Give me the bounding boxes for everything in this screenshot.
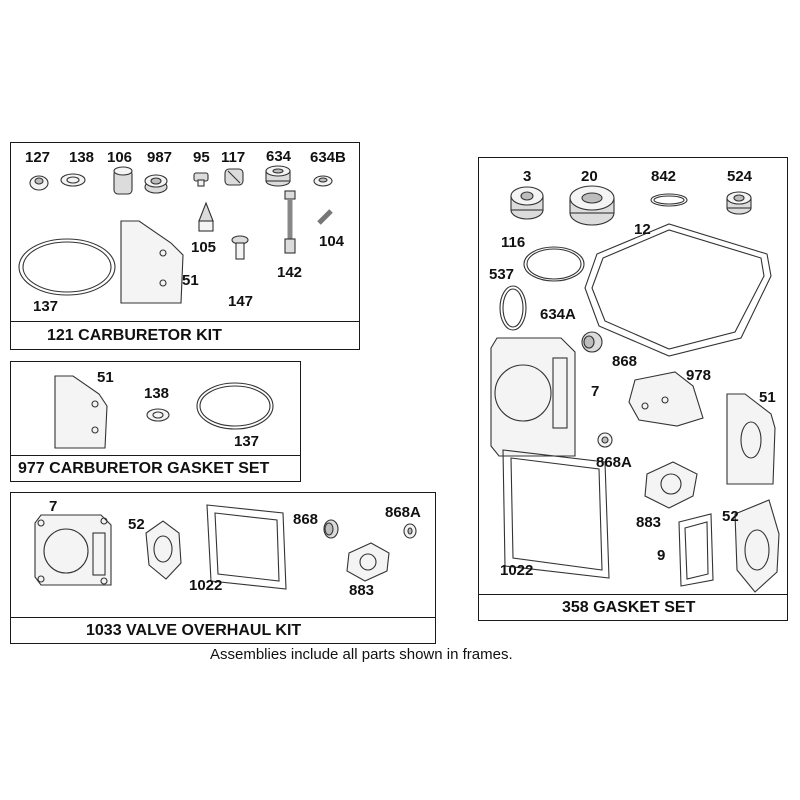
label-868a: 868A bbox=[596, 454, 632, 471]
frame-carburetor-gasket-set: 51 138 137 977 CARBURETOR GASKET SET bbox=[10, 361, 301, 482]
label-127: 127 bbox=[25, 149, 51, 166]
gasket-set-title: 358 GASKET SET bbox=[479, 594, 787, 620]
part-142-rod bbox=[284, 190, 296, 200]
frame-gasket-set: 3 20 842 524 116 12 537 634A 868 7 978 5… bbox=[478, 157, 788, 621]
part-51-plate bbox=[54, 375, 108, 449]
label-3: 3 bbox=[523, 168, 532, 185]
label-634: 634 bbox=[266, 148, 292, 165]
assemblies-footnote: Assemblies include all parts shown in fr… bbox=[210, 646, 513, 663]
part-978-bracket bbox=[628, 371, 704, 427]
label-524: 524 bbox=[727, 168, 753, 185]
label-1022: 1022 bbox=[500, 562, 534, 579]
frame-valve-overhaul-kit: 7 52 1022 868 868A 883 1033 VALVE OVERHA… bbox=[10, 492, 436, 644]
part-105-needle bbox=[198, 201, 214, 222]
label-978: 978 bbox=[686, 367, 712, 384]
label-1022: 1022 bbox=[189, 577, 223, 594]
label-634b: 634B bbox=[310, 149, 346, 166]
label-105: 105 bbox=[191, 239, 217, 256]
label-868: 868 bbox=[612, 353, 638, 370]
label-51: 51 bbox=[97, 369, 114, 386]
label-138: 138 bbox=[69, 149, 95, 166]
label-7: 7 bbox=[591, 383, 600, 400]
valve-kit-parts-drawing bbox=[34, 504, 417, 590]
label-7: 7 bbox=[49, 498, 58, 515]
part-138-gasket bbox=[60, 173, 86, 187]
label-51: 51 bbox=[759, 389, 776, 406]
carburetor-gasket-parts-drawing bbox=[54, 375, 274, 449]
label-20: 20 bbox=[581, 168, 598, 185]
label-116: 116 bbox=[501, 234, 526, 251]
part-883-flange bbox=[644, 461, 698, 509]
part-842-o-ring bbox=[650, 193, 688, 207]
part-52-gasket bbox=[734, 499, 780, 593]
carburetor-kit-title: 121 CARBURETOR KIT bbox=[11, 321, 359, 349]
frame-carburetor-kit: 127 138 106 987 95 117 634 634B 105 104 … bbox=[10, 142, 360, 350]
label-868a: 868A bbox=[385, 504, 421, 521]
label-537: 537 bbox=[489, 266, 515, 283]
label-52: 52 bbox=[722, 508, 739, 525]
label-868: 868 bbox=[293, 511, 319, 528]
label-842: 842 bbox=[651, 168, 677, 185]
part-52-gasket bbox=[145, 520, 182, 580]
label-51: 51 bbox=[182, 272, 199, 289]
part-1022-cover-gasket bbox=[502, 449, 610, 579]
label-883: 883 bbox=[349, 582, 375, 599]
label-52: 52 bbox=[128, 516, 145, 533]
label-106: 106 bbox=[107, 149, 133, 166]
part-9-gasket bbox=[678, 513, 714, 587]
label-987: 987 bbox=[147, 149, 173, 166]
label-12: 12 bbox=[634, 221, 651, 238]
part-51-plate bbox=[120, 220, 184, 304]
label-883: 883 bbox=[636, 514, 662, 531]
part-116-ring bbox=[523, 246, 585, 282]
label-9: 9 bbox=[657, 547, 666, 564]
label-137: 137 bbox=[234, 433, 260, 450]
part-137-ring bbox=[18, 238, 116, 296]
label-95: 95 bbox=[193, 149, 210, 166]
label-138: 138 bbox=[144, 385, 170, 402]
part-51-plate bbox=[726, 393, 776, 485]
part-138-gasket bbox=[146, 408, 170, 422]
part-1022-cover-gasket bbox=[206, 504, 287, 590]
part-12-crankcase-gasket bbox=[584, 223, 772, 357]
label-147: 147 bbox=[228, 293, 254, 310]
part-537-o-ring bbox=[499, 285, 527, 331]
carburetor-kit-parts-drawing bbox=[18, 165, 333, 304]
label-142: 142 bbox=[277, 264, 303, 281]
label-104: 104 bbox=[319, 233, 345, 250]
label-137: 137 bbox=[33, 298, 59, 315]
carburetor-gasket-set-title: 977 CARBURETOR GASKET SET bbox=[11, 455, 300, 481]
part-883-flange bbox=[346, 542, 390, 582]
part-137-ring bbox=[196, 382, 274, 430]
part-7-head-gasket bbox=[490, 337, 576, 457]
gasket-set-parts-drawing bbox=[490, 185, 780, 593]
valve-overhaul-kit-title: 1033 VALVE OVERHAUL KIT bbox=[11, 617, 435, 643]
label-117: 117 bbox=[221, 149, 246, 166]
label-634a: 634A bbox=[540, 306, 576, 323]
